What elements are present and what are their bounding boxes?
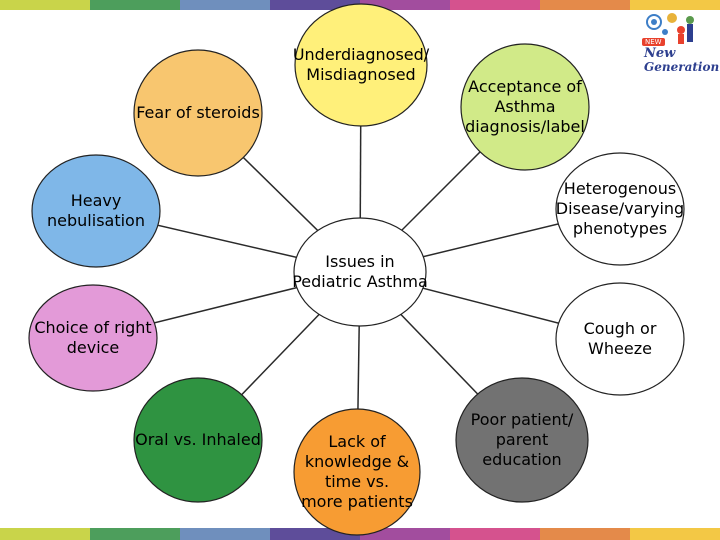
stripe-segment bbox=[450, 0, 540, 10]
node-acceptance bbox=[460, 43, 590, 171]
node-underdiagnosed bbox=[294, 3, 428, 127]
stripe-segment bbox=[90, 0, 180, 10]
node-label-oral-vs-inhaled: Oral vs. Inhaled bbox=[135, 430, 261, 449]
brand-logo: NEW New Generation bbox=[634, 10, 720, 76]
node-label-lack-of-knowledge: Lack of knowledge & time vs. more patien… bbox=[301, 432, 413, 511]
stripe-segment bbox=[270, 0, 360, 10]
node-label-fear-of-steroids: Fear of steroids bbox=[136, 103, 260, 122]
logo-figures-icon bbox=[646, 13, 694, 44]
node-label-underdiagnosed: Underdiagnosed/ Misdiagnosed bbox=[292, 45, 430, 84]
stripe-segment bbox=[630, 528, 720, 540]
stripe-segment bbox=[180, 528, 270, 540]
node-fear-of-steroids bbox=[133, 49, 263, 177]
logo-badge: NEW bbox=[642, 38, 665, 46]
node-label-poor-education: Poor patient/ parent education bbox=[470, 410, 574, 469]
node-label-acceptance: Acceptance of Asthma diagnosis/label bbox=[465, 77, 585, 136]
center-label: Issues in Pediatric Asthma bbox=[292, 252, 428, 291]
node-label-cough-or-wheeze: Cough or Wheeze bbox=[583, 319, 657, 358]
stripe-segment bbox=[450, 528, 540, 540]
top-color-stripe bbox=[0, 0, 720, 10]
logo-text-new: New bbox=[644, 46, 676, 61]
stripe-segment bbox=[0, 0, 90, 10]
node-cough-or-wheeze bbox=[555, 282, 685, 396]
stripe-segment bbox=[0, 528, 90, 540]
stripe-segment bbox=[540, 528, 630, 540]
stripe-segment bbox=[630, 0, 720, 10]
node-heavy-nebulisation bbox=[31, 154, 161, 268]
stripe-segment bbox=[540, 0, 630, 10]
node-oral-vs-inhaled bbox=[133, 377, 263, 503]
bottom-color-stripe bbox=[0, 528, 720, 540]
stripe-segment bbox=[360, 0, 450, 10]
node-heterogenous bbox=[555, 152, 685, 266]
stripe-segment bbox=[90, 528, 180, 540]
logo-text-generation: Generation bbox=[644, 60, 720, 74]
node-lack-of-knowledge bbox=[293, 408, 421, 536]
stripe-segment bbox=[180, 0, 270, 10]
node-label-choice-of-device: Choice of right device bbox=[34, 318, 152, 357]
stripe-segment bbox=[360, 528, 450, 540]
node-label-heterogenous: Heterogenous Disease/varying phenotypes bbox=[555, 179, 685, 238]
node-choice-of-device bbox=[28, 284, 158, 392]
node-label-heavy-nebulisation: Heavy nebulisation bbox=[47, 191, 145, 230]
center-node bbox=[293, 217, 427, 327]
node-poor-education bbox=[455, 377, 589, 503]
